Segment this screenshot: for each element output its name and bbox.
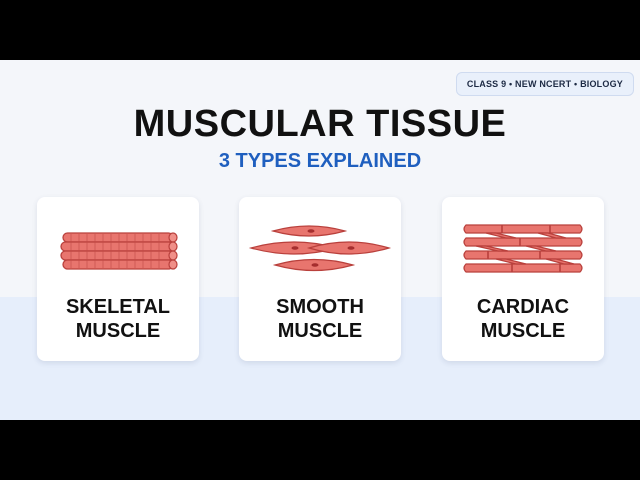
thumbnail-stage: CLASS 9 • NEW NCERT • BIOLOGY MUSCULAR T…	[0, 60, 640, 420]
letterbox-bottom	[0, 420, 640, 480]
card-cardiac-muscle: CARDIAC MUSCLE	[442, 197, 604, 361]
page-title: MUSCULAR TISSUE	[133, 103, 507, 145]
card-smooth-muscle: SMOOTH MUSCLE	[239, 197, 401, 361]
class-tag: CLASS 9 • NEW NCERT • BIOLOGY	[455, 72, 634, 96]
cardiac-muscle-icon	[463, 224, 583, 273]
card-label: SKELETAL MUSCLE	[65, 296, 171, 342]
letterbox-top	[0, 0, 640, 60]
card-skeletal-muscle: SKELETAL MUSCLE	[37, 197, 199, 361]
page-subtitle: 3 TYPES EXPLAINED	[218, 150, 422, 172]
skeletal-muscle-icon	[60, 232, 178, 270]
card-label: SMOOTH MUSCLE	[276, 296, 364, 342]
smooth-muscle-icon	[248, 225, 392, 272]
card-label: CARDIAC MUSCLE	[476, 296, 570, 342]
